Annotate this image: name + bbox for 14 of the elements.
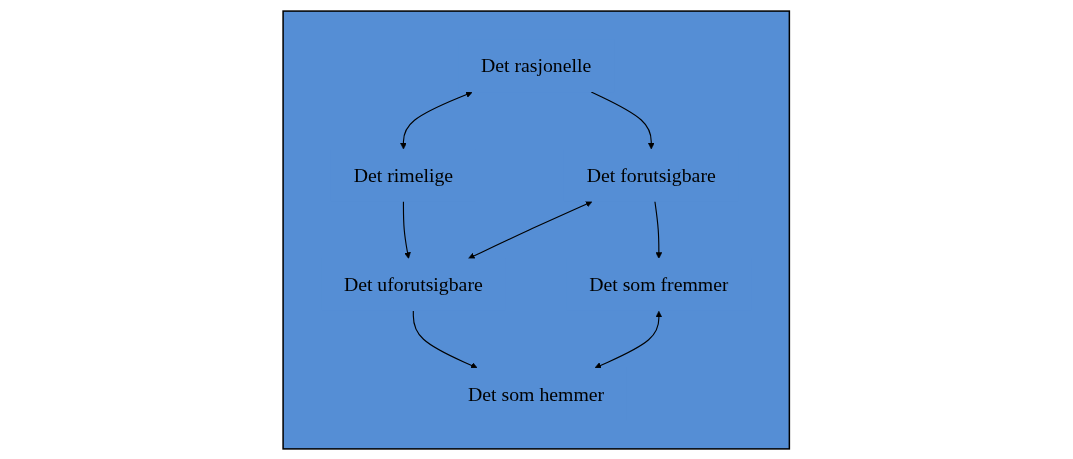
node-text: Det uforutsigbare	[344, 273, 484, 296]
arrow	[403, 200, 412, 259]
node-text: Det rasjonelle	[481, 54, 592, 77]
arrow	[400, 90, 473, 149]
node-text: Det som fremmer	[589, 273, 729, 296]
node-text: Det forutsigbare	[587, 163, 717, 186]
node-text: Det som hemmer	[468, 382, 605, 405]
node-text: Det rimelige	[354, 163, 454, 186]
cluster	[282, 9, 791, 450]
arrow	[468, 200, 593, 259]
arrow	[654, 200, 663, 259]
arrow	[594, 310, 663, 369]
arrow	[590, 90, 655, 149]
arrow	[413, 309, 478, 369]
